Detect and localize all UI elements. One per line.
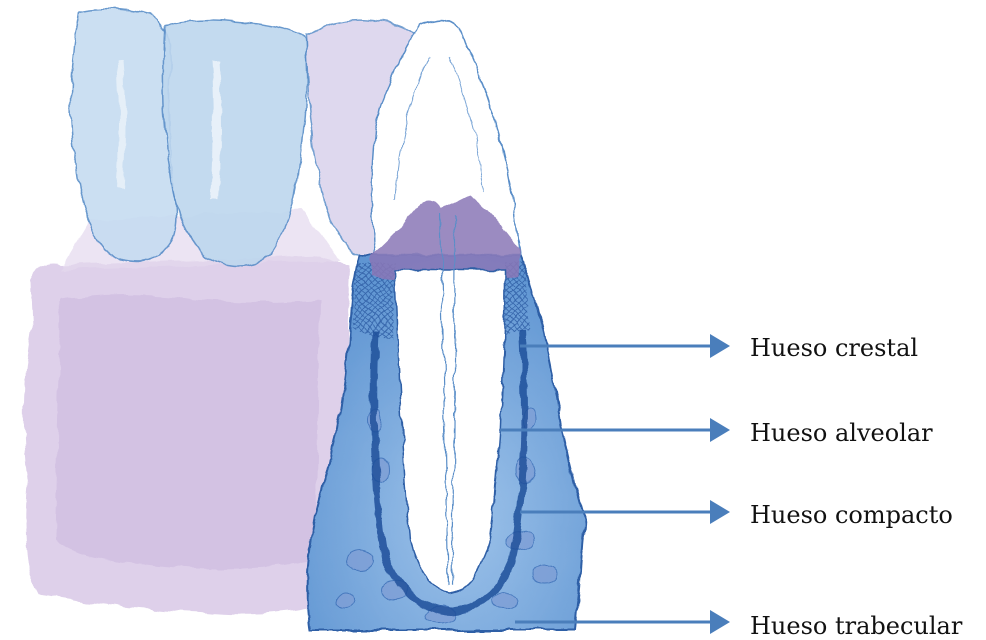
arrow-crestal: [520, 334, 730, 358]
label-hueso-alveolar: Hueso alveolar: [750, 421, 933, 445]
label-hueso-compacto: Hueso compacto: [750, 503, 953, 527]
label-hueso-trabecular: Hueso trabecular: [750, 614, 962, 638]
gum-tissue: [24, 210, 350, 614]
label-hueso-crestal: Hueso crestal: [750, 336, 918, 360]
